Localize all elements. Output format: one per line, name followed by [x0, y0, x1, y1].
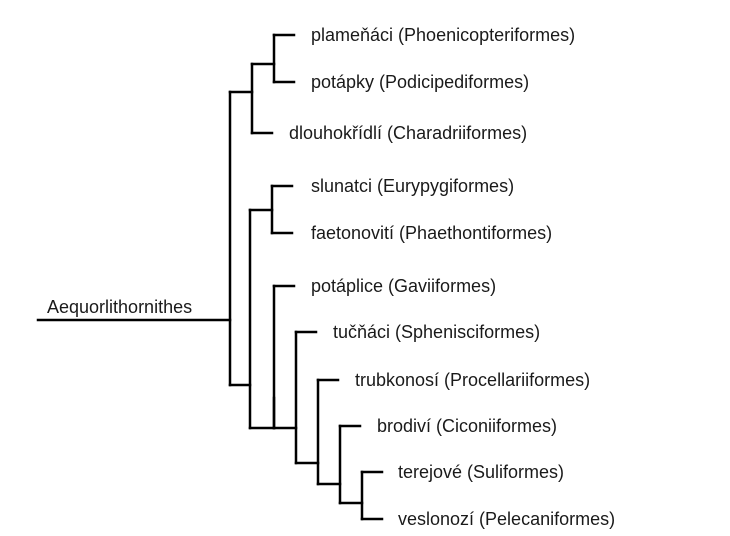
taxon-label-suliformes: terejové (Suliformes) — [398, 462, 564, 482]
root-label: Aequorlithornithes — [47, 297, 192, 317]
taxon-label-ciconiiformes: brodiví (Ciconiiformes) — [377, 416, 557, 436]
taxon-label-pelecaniformes: veslonozí (Pelecaniformes) — [398, 509, 615, 529]
taxon-label-procellariiformes: trubkonosí (Procellariiformes) — [355, 370, 590, 390]
taxon-label-charadriiformes: dlouhokřídlí (Charadriiformes) — [289, 123, 527, 143]
taxon-label-phaethontiformes: faetonovití (Phaethontiformes) — [311, 223, 552, 243]
taxon-label-phoenicopteriformes: plameňáci (Phoenicopteriformes) — [311, 25, 575, 45]
taxon-label-sphenisciformes: tučňáci (Sphenisciformes) — [333, 322, 540, 342]
taxon-label-gaviiformes: potáplice (Gaviiformes) — [311, 276, 496, 296]
taxon-label-podicipediformes: potápky (Podicipediformes) — [311, 72, 529, 92]
taxon-label-eurypygiformes: slunatci (Eurypygiformes) — [311, 176, 514, 196]
